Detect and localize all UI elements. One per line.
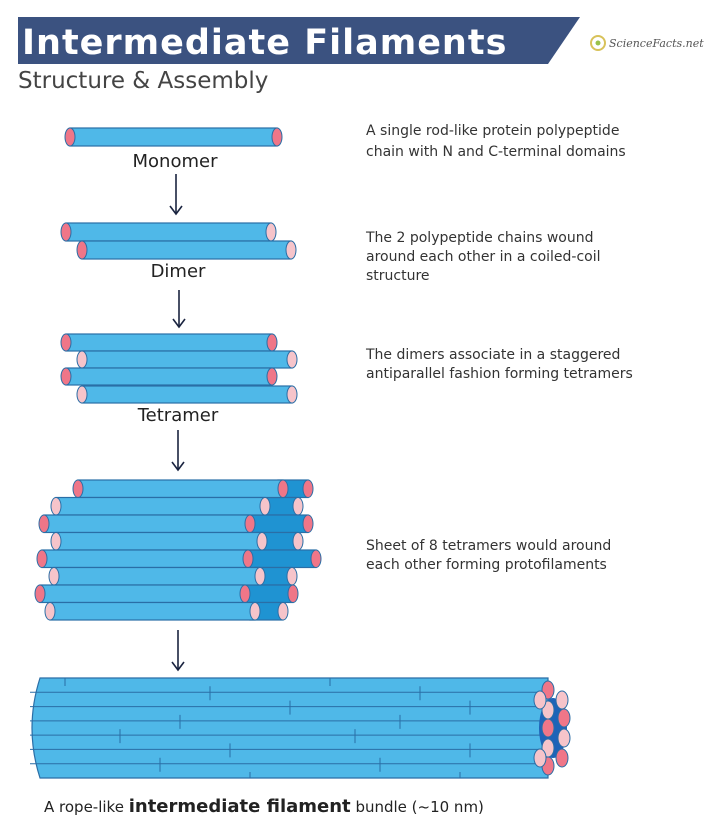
- terminal-end: [64, 127, 76, 147]
- desc-line: The dimers associate in a staggered: [365, 347, 620, 363]
- description-protofilament: Sheet of 8 tetramers would around each o…: [366, 538, 611, 573]
- tetramer-label: Tetramer: [137, 405, 219, 426]
- terminal-end: [60, 222, 72, 242]
- protofilament-rod: [72, 479, 289, 499]
- title-banner: [18, 17, 580, 64]
- sciencefacts-logo: ScienceFacts.net: [590, 35, 704, 51]
- terminal-end: [302, 479, 314, 498]
- terminal-end: [555, 690, 569, 710]
- terminal-end: [244, 514, 256, 533]
- terminal-end: [302, 514, 314, 533]
- terminal-end: [38, 514, 50, 533]
- description-monomer: A single rod-like protein polypeptide ch…: [366, 123, 626, 160]
- terminal-end: [266, 333, 278, 352]
- terminal-end: [36, 549, 48, 568]
- terminal-end: [242, 549, 254, 568]
- caption-suffix: bundle (~10 nm): [351, 798, 484, 816]
- page-subtitle: Structure & Assembly: [18, 68, 268, 94]
- page-title: Intermediate Filaments: [22, 23, 507, 63]
- protofilament-rod: [34, 584, 251, 604]
- terminal-end: [34, 584, 46, 603]
- terminal-end: [286, 385, 298, 404]
- tetramer-rod: [76, 385, 298, 404]
- protofilament-rod: [48, 566, 266, 586]
- terminal-end: [76, 385, 88, 404]
- terminal-end: [533, 690, 547, 710]
- desc-line: The 2 polypeptide chains wound: [365, 230, 594, 246]
- terminal-end: [310, 549, 322, 568]
- desc-line: A single rod-like protein polypeptide: [366, 123, 619, 139]
- protofilament-rod: [38, 514, 256, 534]
- terminal-end: [277, 479, 289, 498]
- dimer-label: Dimer: [151, 261, 206, 282]
- terminal-end: [277, 602, 289, 621]
- tetramer-rod: [76, 350, 298, 369]
- terminal-end: [60, 367, 72, 386]
- terminal-end: [256, 532, 268, 551]
- caption-prefix: A rope-like: [44, 798, 129, 816]
- terminal-end: [76, 240, 88, 260]
- header-banner: Intermediate Filaments Structure & Assem…: [18, 17, 704, 94]
- down-arrow-icon: [169, 174, 183, 216]
- terminal-end: [266, 367, 278, 386]
- logo-text: ScienceFacts.net: [609, 37, 704, 50]
- terminal-end: [44, 602, 56, 621]
- terminal-end: [76, 350, 88, 369]
- terminal-end: [292, 532, 304, 551]
- terminal-end: [254, 567, 266, 586]
- desc-line: chain with N and C-terminal domains: [366, 144, 626, 160]
- monomer-rod: [64, 127, 283, 147]
- terminal-end: [286, 567, 298, 586]
- terminal-end: [259, 497, 271, 516]
- terminal-end: [50, 497, 62, 516]
- bundle-caption: A rope-like intermediate filament bundle…: [44, 796, 484, 817]
- desc-line: antiparallel fashion forming tetramers: [366, 366, 633, 382]
- description-tetramer: The dimers associate in a staggered anti…: [365, 347, 633, 382]
- terminal-end: [50, 532, 62, 551]
- tetramer-rod: [60, 367, 278, 386]
- terminal-end: [555, 748, 569, 768]
- terminal-end: [541, 718, 555, 738]
- terminal-end: [557, 728, 571, 748]
- protofilament-rod: [50, 496, 271, 516]
- dimer-rod: [60, 222, 277, 242]
- terminal-end: [265, 222, 277, 242]
- terminal-end: [72, 479, 84, 498]
- terminal-end: [239, 584, 251, 603]
- desc-line: each other forming protofilaments: [366, 557, 607, 573]
- terminal-end: [271, 127, 283, 147]
- terminal-end: [285, 240, 297, 260]
- monomer-label: Monomer: [133, 151, 219, 172]
- description-dimer: The 2 polypeptide chains wound around ea…: [365, 230, 601, 284]
- protofilament-rod: [50, 531, 268, 551]
- desc-line: Sheet of 8 tetramers would around: [366, 538, 611, 554]
- desc-line: structure: [366, 268, 430, 284]
- terminal-end: [48, 567, 60, 586]
- protofilament-rod: [44, 601, 261, 621]
- tetramer-rod: [60, 333, 278, 352]
- arrows-layer: [169, 174, 186, 672]
- filament-bundle: [30, 677, 571, 779]
- down-arrow-icon: [172, 290, 186, 329]
- terminal-end: [533, 748, 547, 768]
- dimer-rod: [76, 240, 297, 260]
- terminal-end: [557, 708, 571, 728]
- caption-bold: intermediate filament: [129, 796, 351, 817]
- down-arrow-icon: [171, 630, 185, 672]
- terminal-end: [286, 350, 298, 369]
- terminal-end: [292, 497, 304, 516]
- terminal-end: [60, 333, 72, 352]
- terminal-end: [249, 602, 261, 621]
- terminal-end: [287, 584, 299, 603]
- down-arrow-icon: [171, 430, 185, 472]
- protofilament-rod: [36, 549, 254, 569]
- rods-layer: [30, 127, 571, 779]
- desc-line: around each other in a coiled-coil: [366, 249, 601, 265]
